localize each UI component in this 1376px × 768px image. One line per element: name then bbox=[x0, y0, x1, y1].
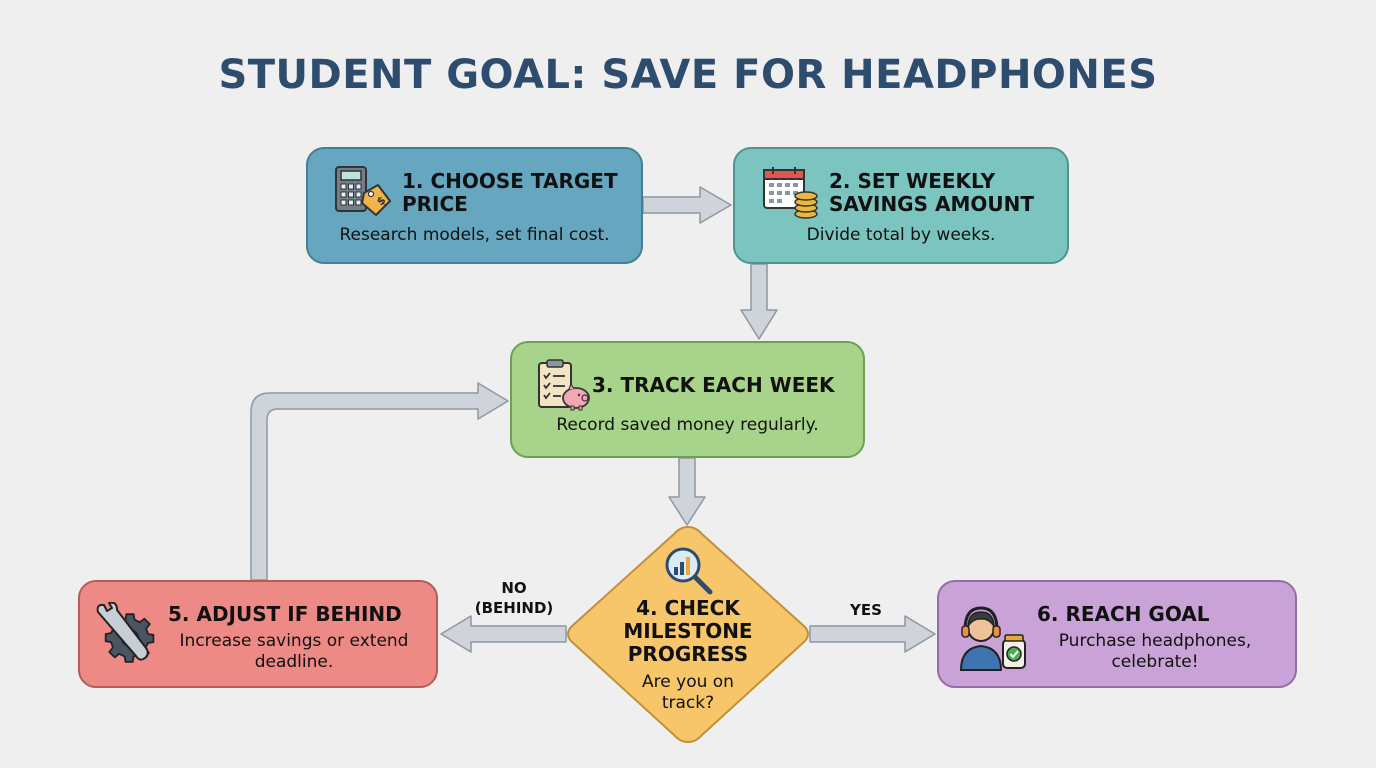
step4-title-line3: PROGRESS bbox=[627, 642, 749, 666]
step3-title: 3. TRACK EACH WEEK bbox=[592, 373, 835, 397]
branch-label-no: NO (BEHIND) bbox=[459, 578, 569, 618]
step5-description: Increase savings or extend deadline. bbox=[164, 631, 424, 673]
clipboard-piggy-bank-icon bbox=[536, 358, 592, 416]
step5-title: 5. ADJUST IF BEHIND bbox=[168, 602, 402, 626]
arrow-step4-to-step6 bbox=[809, 615, 936, 653]
step-reach-goal: 6. REACH GOAL Purchase headphones, celeb… bbox=[937, 580, 1297, 688]
arrow-step1-to-step2 bbox=[642, 186, 732, 224]
step5-desc-line1: Increase savings or extend bbox=[179, 631, 409, 651]
step6-desc-line2: celebrate! bbox=[1111, 652, 1199, 672]
step-choose-target-price: $ 1. CHOOSE TARGET PRICE Research models… bbox=[306, 147, 643, 264]
branch-no-line2: (BEHIND) bbox=[474, 599, 554, 617]
page-title: STUDENT GOAL: SAVE FOR HEADPHONES bbox=[218, 52, 1158, 98]
step5-desc-line2: deadline. bbox=[254, 652, 334, 672]
step2-title-line2: SAVINGS AMOUNT bbox=[829, 192, 1034, 216]
step1-title-line2: PRICE bbox=[402, 192, 468, 216]
branch-label-yes: YES bbox=[850, 601, 882, 619]
step3-description: Record saved money regularly. bbox=[556, 415, 819, 435]
arrow-step2-to-step3 bbox=[740, 263, 778, 340]
magnifier-chart-icon bbox=[663, 545, 715, 601]
step1-description: Research models, set final cost. bbox=[339, 225, 610, 245]
step2-title-line1: 2. SET WEEKLY bbox=[829, 169, 996, 193]
step-track-each-week: 3. TRACK EACH WEEK Record saved money re… bbox=[510, 341, 865, 458]
step1-title-line1: 1. CHOOSE TARGET bbox=[402, 169, 618, 193]
step4-description: Are you on track? bbox=[608, 672, 768, 714]
arrow-step5-to-step3-loop bbox=[250, 382, 509, 581]
step4-desc-line1: Are you on bbox=[642, 672, 734, 692]
step-adjust-if-behind: 5. ADJUST IF BEHIND Increase savings or … bbox=[78, 580, 438, 688]
step4-title-line1: 4. CHECK bbox=[636, 596, 740, 620]
arrow-step3-to-step4 bbox=[668, 457, 706, 526]
step6-desc-line1: Purchase headphones, bbox=[1058, 631, 1252, 651]
step6-description: Purchase headphones, celebrate! bbox=[1035, 631, 1275, 673]
arrow-step4-to-step5 bbox=[440, 615, 567, 653]
step6-title: 6. REACH GOAL bbox=[1037, 602, 1210, 626]
step4-desc-line2: track? bbox=[661, 693, 715, 713]
person-headphones-jar-icon bbox=[957, 600, 1029, 676]
step-set-weekly-savings: 2. SET WEEKLY SAVINGS AMOUNT Divide tota… bbox=[733, 147, 1069, 264]
step2-description: Divide total by weeks. bbox=[806, 225, 996, 245]
branch-no-line1: NO bbox=[501, 579, 527, 597]
step4-title: 4. CHECK MILESTONE PROGRESS bbox=[588, 597, 788, 666]
wrench-gear-icon bbox=[92, 601, 158, 672]
calculator-price-tag-icon: $ bbox=[334, 165, 392, 221]
calendar-coins-icon bbox=[762, 166, 820, 224]
decision-diamond bbox=[567, 525, 809, 744]
step4-title-line2: MILESTONE bbox=[623, 619, 753, 643]
